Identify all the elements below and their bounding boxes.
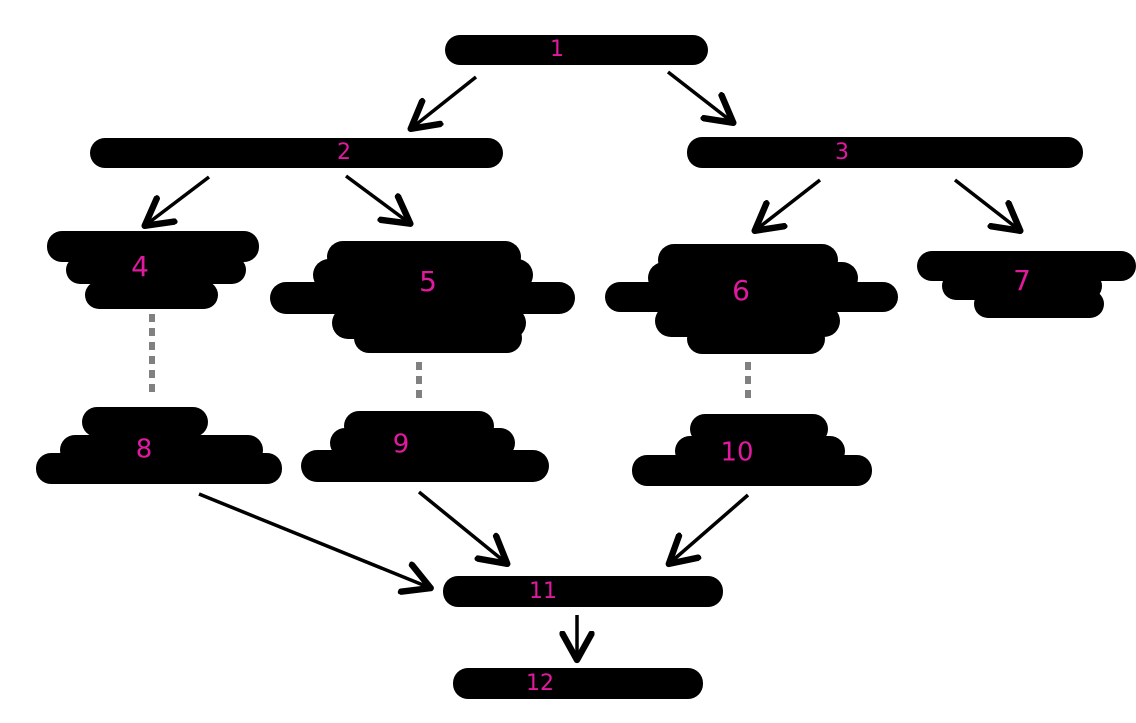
node-8: 8 (36, 407, 282, 484)
node-1: 1 (445, 35, 708, 65)
edge-3-6 (757, 178, 822, 229)
node-11: 11 (443, 576, 723, 607)
node-3: 3 (687, 137, 1083, 168)
node-10-label: 10 (720, 438, 753, 468)
node-12: 12 (453, 668, 703, 699)
node-9: 9 (301, 411, 549, 482)
node-7: 7 (917, 251, 1136, 318)
node-4-label: 4 (131, 250, 149, 283)
edge-2-4 (147, 175, 211, 224)
edges (147, 70, 1018, 657)
node-9-label: 9 (393, 430, 410, 460)
node-6-label: 6 (732, 274, 750, 307)
edge-3-7 (953, 178, 1018, 229)
edge-10-11 (671, 493, 750, 562)
edge-1-2 (413, 75, 478, 127)
node-2-label: 2 (337, 140, 351, 165)
edge-8-11 (198, 492, 428, 587)
node-5: 5 (270, 241, 575, 353)
node-1-label: 1 (550, 37, 564, 62)
edge-1-3 (666, 70, 731, 121)
node-11-label: 11 (529, 579, 557, 604)
node-8-label: 8 (136, 435, 153, 465)
node-6: 6 (605, 244, 898, 354)
node-10: 10 (632, 414, 872, 486)
node-3-label: 3 (835, 140, 849, 165)
node-5-label: 5 (419, 265, 437, 298)
nodes: 1 2 3 4 5 (36, 35, 1136, 699)
node-12-label: 12 (526, 671, 554, 696)
edge-9-11 (417, 490, 505, 562)
node-7-label: 7 (1013, 264, 1031, 297)
edge-2-5 (344, 174, 408, 222)
node-4: 4 (47, 231, 259, 309)
node-2: 2 (90, 138, 503, 168)
